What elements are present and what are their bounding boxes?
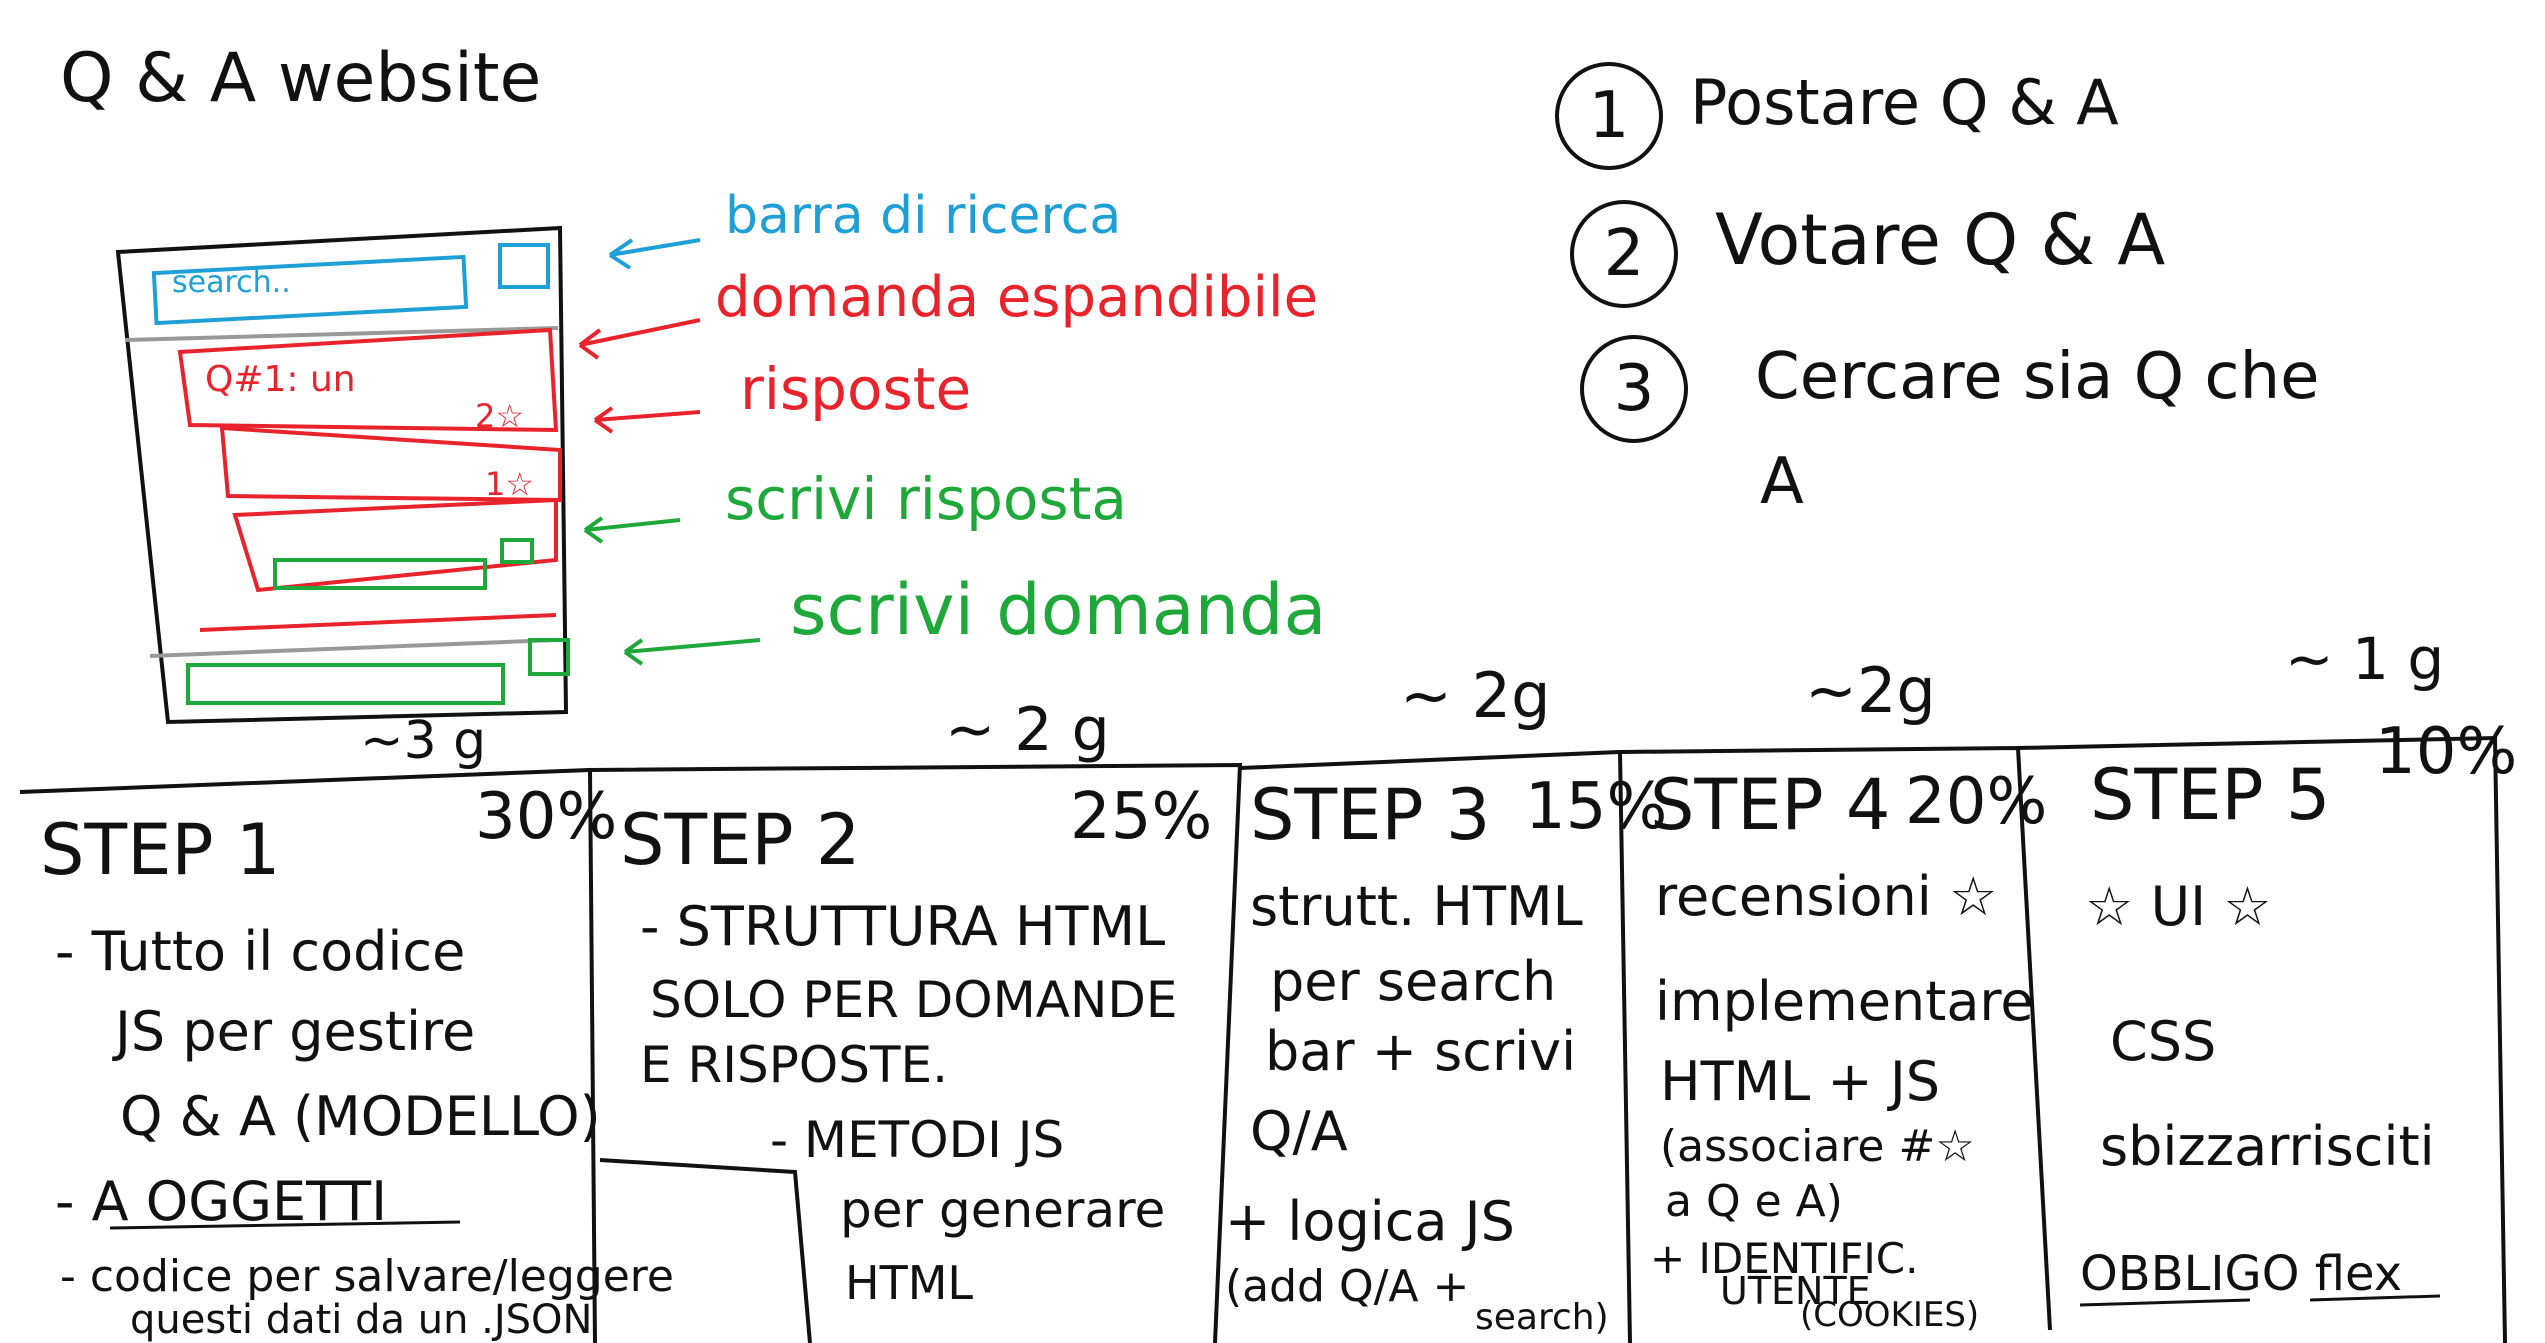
goal-2-number: 2 (1570, 200, 1678, 308)
annotation-write-answer: scrivi risposta (725, 465, 1127, 533)
annotation-expandable-question: domanda espandibile (715, 265, 1319, 330)
step1-line-1: - Tutto il codice (55, 920, 466, 983)
step4-line-2: implementare (1655, 970, 2034, 1033)
step3-line-1: strutt. HTML (1250, 875, 1583, 938)
duration-step2: ~ 2 g (945, 695, 1110, 765)
step3-percent: 15% (1525, 770, 1668, 844)
step5-percent: 10% (2375, 715, 2518, 789)
step4-line-3: HTML + JS (1660, 1050, 1941, 1113)
step3-line-3: bar + scrivi (1265, 1020, 1577, 1083)
duration-step5: ~ 1 g (2285, 625, 2445, 693)
step5-line-1: ☆ UI ☆ (2085, 875, 2272, 938)
duration-step3: ~ 2g (1400, 659, 1551, 732)
step3-line-6: (add Q/A + (1225, 1261, 1470, 1312)
step3-line-5: + logica JS (1225, 1190, 1515, 1253)
goal-3-number: 3 (1580, 335, 1688, 443)
step2-line-1: - STRUTTURA HTML (640, 895, 1166, 958)
step5-line-4: OBBLIGO flex (2080, 1246, 2403, 1302)
step3-title: STEP 3 (1250, 774, 1491, 856)
step4-line-5: a Q e A) (1665, 1176, 1843, 1227)
goal-3-text-cont: A (1760, 445, 1804, 519)
step4-line-7: UTENTE (1720, 1269, 1871, 1313)
step1-line-2: JS per gestire (115, 1000, 476, 1063)
step3-line-4: Q/A (1250, 1100, 1348, 1163)
step4-line-1: recensioni ☆ (1655, 865, 1998, 928)
annotation-answers: risposte (740, 355, 972, 423)
step1-line-5: - codice per salvare/leggere (60, 1251, 675, 1302)
step4-line-6: + IDENTIFIC. (1650, 1234, 1919, 1283)
step1-percent: 30% (475, 780, 618, 854)
step2-line-2: SOLO PER DOMANDE (650, 971, 1178, 1029)
goal-3-text: Cercare sia Q che (1755, 340, 2320, 414)
mockup-answer2-votes: 1☆ (485, 465, 535, 503)
annotation-search-bar: barra di ricerca (725, 186, 1122, 246)
step4-title: STEP 4 (1650, 764, 1891, 846)
step2-line-6: HTML (845, 1256, 974, 1310)
step3-line-7: search) (1475, 1297, 1609, 1338)
mockup-question-label: Q#1: un (205, 359, 356, 400)
step5-line-2: CSS (2110, 1010, 2217, 1073)
goal-2-text: Votare Q & A (1715, 199, 2166, 281)
step2-line-4: - METODI JS (770, 1111, 1065, 1169)
step2-title: STEP 2 (620, 799, 861, 881)
step1-line-3: Q & A (MODELLO) (120, 1085, 601, 1148)
step4-line-4: (associare #☆ (1660, 1121, 1975, 1172)
step1-line-6: questi dati da un .JSON (130, 1297, 593, 1343)
step2-percent: 25% (1070, 780, 1213, 854)
duration-step4: ~2g (1805, 654, 1936, 727)
goal-1-number: 1 (1555, 62, 1663, 170)
page-title: Q & A website (60, 39, 542, 118)
mockup-answer1-votes: 2☆ (475, 397, 525, 435)
step4-line-8: (COOKIES) (1800, 1295, 1980, 1335)
step4-percent: 20% (1905, 765, 2048, 839)
step1-line-4: - A OGGETTI (55, 1170, 388, 1233)
step2-line-3: E RISPOSTE. (640, 1036, 948, 1094)
mockup-search-placeholder: search.. (172, 265, 291, 300)
step2-line-5: per generare (840, 1181, 1166, 1239)
annotation-write-question: scrivi domanda (790, 569, 1327, 651)
step5-title: STEP 5 (2090, 754, 2331, 836)
duration-step1: ~3 g (360, 711, 487, 771)
step3-line-2: per search (1270, 950, 1557, 1013)
goal-1-text: Postare Q & A (1690, 66, 2119, 139)
step1-title: STEP 1 (40, 809, 281, 891)
step5-line-3: sbizzarrisciti (2100, 1115, 2435, 1178)
